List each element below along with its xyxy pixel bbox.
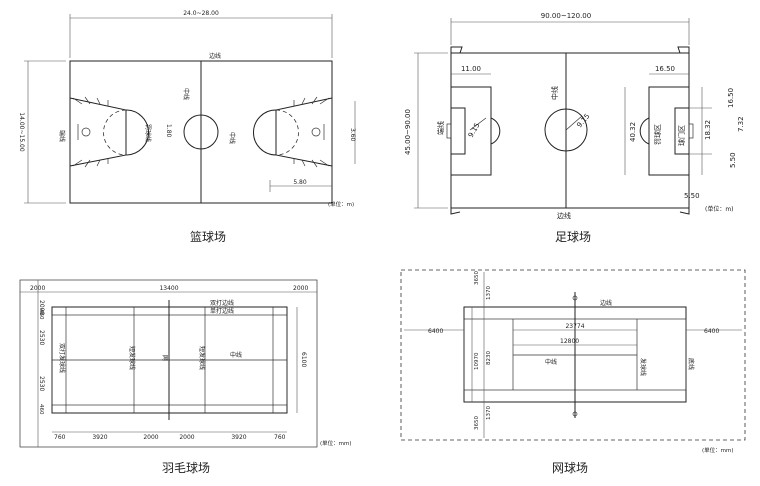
fb-goal-area: 球门区 — [677, 125, 686, 146]
fb-r4: 5.50 — [729, 152, 737, 168]
tennis-caption: 网球场 — [552, 461, 588, 475]
bb-centerline-2: 中线 — [228, 132, 236, 144]
badminton-court: 2000 13400 2000 双打边线 单打边线 双打发球线 短发球线 网 短… — [19, 279, 352, 448]
bd-single-side: 单打边线 — [210, 307, 234, 315]
tn-unit: (单位：mm) — [702, 446, 734, 454]
tn-h-low: 1370 — [486, 406, 492, 420]
fb-r1: 16.50 — [727, 88, 735, 108]
bd-left-b: 2530 — [38, 376, 45, 391]
tennis-court: 6400 6400 边线 23774 12800 中线 发球线 底线 3650 … — [400, 269, 746, 454]
basketball-caption: 篮球场 — [190, 229, 226, 244]
bd-unit: (单位：mm) — [320, 439, 352, 447]
bb-top-dim: 24.0~28.00 — [183, 10, 219, 17]
tn-h-bot: 3650 — [474, 416, 480, 430]
bb-radius: 1.80 — [165, 124, 172, 138]
fb-top-dim: 90.00~120.00 — [541, 12, 591, 20]
basketball-court: 24.0~28.00 14.00~15.00 边线 中线 中线 端线 罚球线 1… — [18, 10, 356, 208]
bd-top-right: 2000 — [293, 285, 308, 292]
tn-center: 中线 — [545, 358, 557, 366]
bd-bot-b: 3920 — [92, 434, 107, 441]
fb-unit: (单位：m) — [705, 205, 734, 213]
bb-left-dim: 14.00~15.00 — [18, 112, 25, 152]
tn-len-b: 12800 — [560, 338, 579, 345]
bb-sideline: 边线 — [209, 52, 221, 60]
fb-goal-area-w: 11.00 — [461, 65, 481, 73]
tn-h-mid3: 8230 — [486, 351, 492, 365]
fb-r2: 7.32 — [737, 116, 745, 132]
bd-right-dim: 6100 — [300, 352, 307, 367]
fb-left-dim: 45.00~90.00 — [404, 109, 412, 155]
bb-unit: (单位：m) — [328, 200, 354, 208]
fb-penalty-w: 16.50 — [655, 65, 675, 73]
bd-short-serve-r: 短发球线 — [198, 346, 206, 370]
bd-center: 中线 — [230, 351, 242, 359]
fb-goal-line: 端线 — [436, 121, 445, 135]
tn-baseline: 底线 — [687, 358, 695, 370]
fb-r3: 18.32 — [704, 120, 712, 140]
bb-endline: 端线 — [58, 130, 66, 142]
tn-h-mid1: 1370 — [486, 286, 492, 300]
fb-penalty-area: 罚球区 — [653, 124, 662, 145]
bd-bot-e: 3920 — [231, 434, 246, 441]
bb-centerline: 中线 — [182, 88, 190, 100]
bd-net: 网 — [161, 355, 168, 361]
fb-centerline: 中线 — [550, 86, 559, 100]
fb-circle-r: 9.15 — [575, 112, 591, 129]
bd-left-top: 2000 — [38, 300, 45, 315]
bb-key-length: 5.80 — [293, 179, 307, 186]
bd-double-side: 双打边线 — [210, 299, 234, 307]
tn-left-dim: 6400 — [428, 328, 443, 335]
bd-left-a: 2530 — [38, 330, 45, 345]
bd-bot-c: 2000 — [143, 434, 158, 441]
bd-double-serve: 双打发球线 — [58, 343, 66, 373]
bd-left-d: 460 — [38, 404, 44, 415]
bd-bot-d: 2000 — [179, 434, 194, 441]
tn-len-a: 23774 — [565, 323, 584, 330]
tn-sideline: 边线 — [600, 299, 612, 307]
fb-arc-r: 9.15 — [467, 121, 482, 139]
bd-bot-a: 760 — [54, 434, 66, 441]
bd-bot-f: 760 — [274, 434, 286, 441]
tn-h-mid2: 10970 — [474, 352, 480, 370]
football-caption: 足球场 — [555, 230, 591, 244]
badminton-caption: 羽毛球场 — [162, 461, 210, 475]
fb-pen-h: 40.32 — [629, 122, 637, 142]
tn-serve-line: 发球线 — [639, 358, 647, 376]
bd-top-mid: 13400 — [159, 285, 178, 292]
bd-left-c: 460 — [38, 309, 44, 320]
bd-short-serve-l: 短发球线 — [128, 346, 136, 370]
tn-h-top: 3650 — [474, 271, 480, 285]
bb-key-width: 3.60 — [349, 128, 356, 142]
fb-sideline: 边线 — [557, 211, 571, 220]
bb-free-throw: 罚球线 — [144, 124, 152, 142]
football-pitch: 90.00~120.00 45.00~90.00 11.00 16.50 9.1… — [404, 12, 745, 220]
fb-b1: 5.50 — [684, 192, 700, 200]
tn-right-dim: 6400 — [704, 328, 719, 335]
